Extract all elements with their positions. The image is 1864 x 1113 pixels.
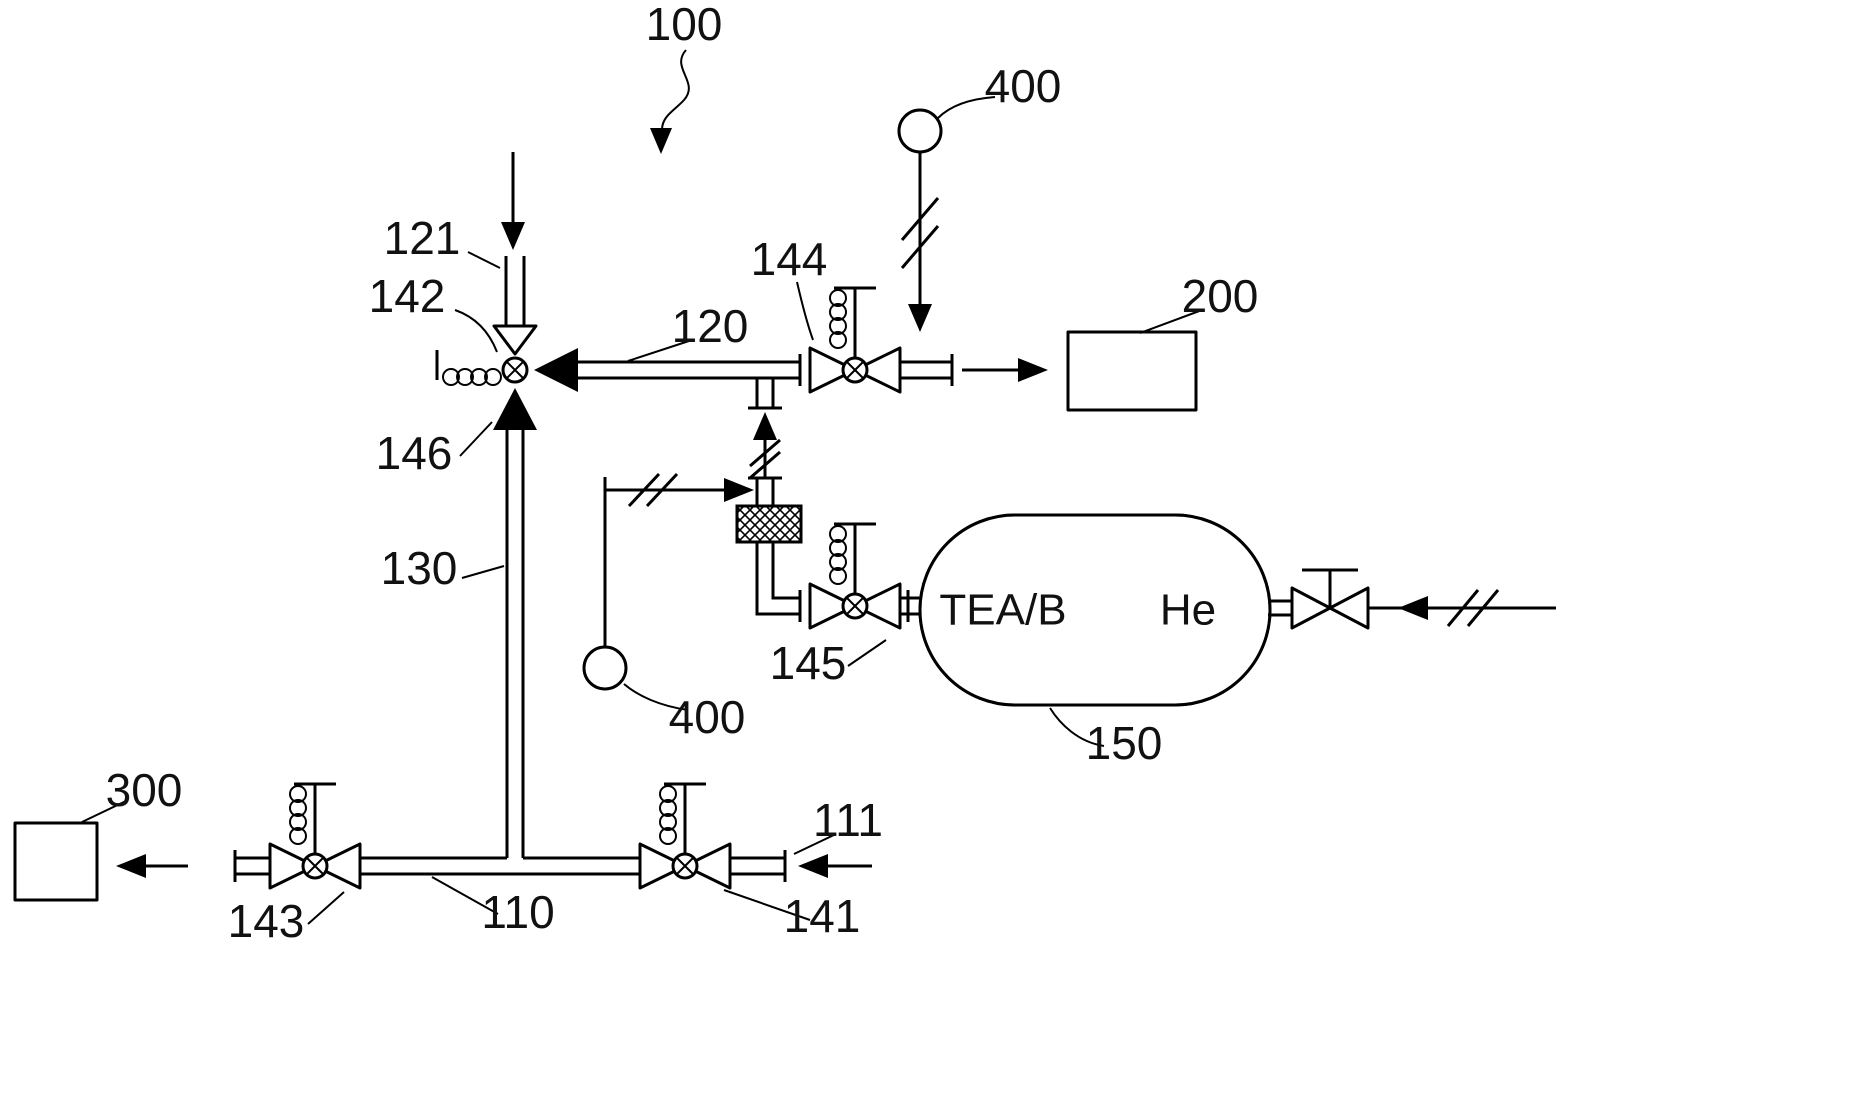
junction-valve-142 <box>435 350 529 386</box>
outflow-arrow-300 <box>116 854 188 878</box>
filter <box>735 504 803 544</box>
label-100: 100 <box>646 0 723 50</box>
leader-lines <box>81 49 1203 925</box>
pipe-inlet-121 <box>492 256 538 356</box>
valve-144 <box>808 286 902 394</box>
valve-143 <box>268 782 362 890</box>
label-144: 144 <box>751 233 828 285</box>
tank-right-label: He <box>1160 586 1216 635</box>
inlet-flow-arrow <box>501 152 525 250</box>
label-142: 142 <box>369 270 446 322</box>
label-146: 146 <box>376 427 453 479</box>
pipe-filter-to-valve145 <box>755 542 802 622</box>
pipe-120 <box>534 348 802 392</box>
label-121: 121 <box>384 212 461 264</box>
label-120: 120 <box>672 300 749 352</box>
pipe-130 <box>493 388 537 858</box>
label-110: 110 <box>481 886 554 938</box>
gauge-mid-400 <box>582 645 628 691</box>
process-box-200 <box>1066 330 1198 412</box>
label-141: 141 <box>784 890 861 942</box>
label-145: 145 <box>770 637 847 689</box>
reference-numerals: 100 400 200 121 142 144 120 146 130 400 … <box>106 0 1259 947</box>
pipe-to-outlet <box>900 354 1048 386</box>
label-400-mid: 400 <box>669 691 746 743</box>
tank-150: TEA/B He <box>918 513 1272 707</box>
pipe-110 <box>233 850 787 882</box>
label-130: 130 <box>381 542 458 594</box>
branch-to-tank <box>748 378 782 506</box>
label-111: 111 <box>813 794 883 846</box>
manual-valve <box>1290 568 1370 630</box>
process-box-300 <box>13 821 99 902</box>
tank-pressurize-line <box>1268 568 1556 630</box>
label-300: 300 <box>106 764 183 816</box>
inflow-arrow-111 <box>798 854 872 878</box>
label-150: 150 <box>1086 717 1163 769</box>
valve-145 <box>808 522 902 630</box>
arrow-146 <box>534 348 578 392</box>
tank-left-label: TEA/B <box>939 586 1066 635</box>
gauge-top-400 <box>897 108 943 332</box>
label-400-top: 400 <box>985 60 1062 112</box>
label-200: 200 <box>1182 270 1259 322</box>
valve-141 <box>638 782 732 890</box>
gauge-mid-branch <box>582 472 754 691</box>
label-143: 143 <box>228 895 305 947</box>
